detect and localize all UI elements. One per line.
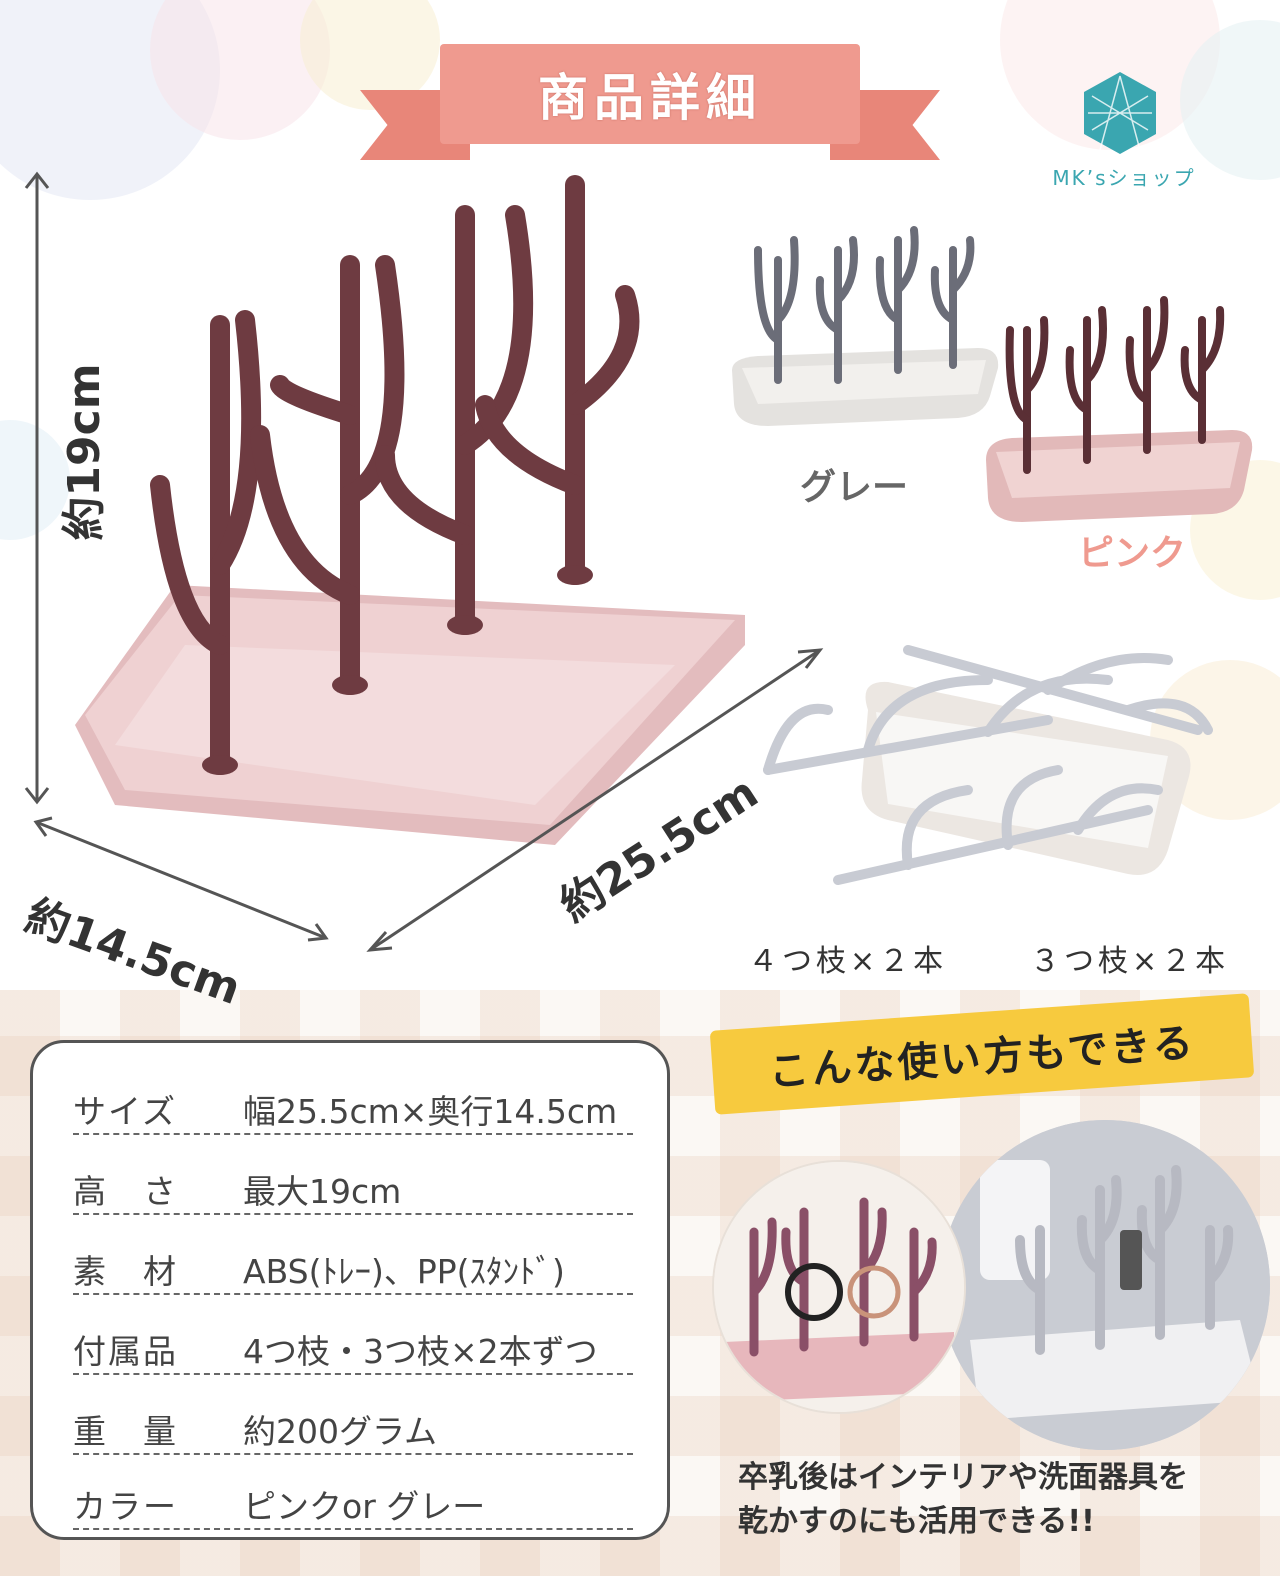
page-title: 商品詳細 [538,69,762,127]
spec-key: 付属品 [73,1332,178,1371]
usage-title: こんな使い方もできる [767,1020,1198,1096]
accessory-usage-illustration [714,1162,964,1412]
spec-key: サイズ [73,1092,178,1131]
height-arrow-icon [24,171,50,805]
main-product-image [75,175,745,845]
four-branch-label: ４つ枝×２本 [748,944,948,979]
spec-table: サイズ 幅25.5cm×奥行14.5cm 高 さ 最大19cm 素 材 ABS(… [30,1040,670,1540]
spec-row-height: 高 さ 最大19cm [73,1153,633,1215]
disassembled-parts-image [763,645,1213,885]
gray-variant-image [732,226,999,426]
spec-value: 幅25.5cm×奥行14.5cm [243,1092,618,1131]
pink-color-label: ピンク [1078,533,1187,574]
spec-row-weight: 重 量 約200グラム [73,1393,633,1455]
spec-row-color: カラー ピンクor グレー [73,1468,633,1530]
spec-row-size: サイズ 幅25.5cm×奥行14.5cm [73,1073,633,1135]
depth-arrow-icon [33,816,329,942]
logo-hexagon-icon [1084,72,1156,154]
spec-key: 高 さ [73,1172,178,1211]
usage-caption-line1: 卒乳後はインテリアや洗面器具を [738,1460,1188,1495]
bathroom-usage-photo [940,1120,1270,1450]
accessory-usage-photo [712,1160,966,1414]
spec-value: 約200グラム [243,1412,437,1451]
spec-value: ピンクor グレー [243,1487,486,1526]
pink-variant-image [986,296,1253,522]
spec-value: 4つ枝・3つ枝×2本ずつ [243,1332,598,1371]
spec-key: 素 材 [73,1252,178,1291]
three-branch-label: ３つ枝×２本 [1030,944,1230,979]
bathroom-usage-illustration [940,1120,1270,1450]
spec-key: 重 量 [73,1412,178,1451]
bg-bubble [150,0,330,140]
header-ribbon: 商品詳細 [440,44,860,144]
spec-value: 最大19cm [243,1172,402,1211]
width-arrow-icon [366,648,824,952]
spec-key: カラー [73,1487,178,1526]
usage-caption-line2: 乾かすのにも活用できる!! [738,1504,1095,1539]
shop-logo-text: MK’sショップ [1052,166,1196,190]
spec-row-material: 素 材 ABS(ﾄﾚｰ)、PP(ｽﾀﾝﾄﾞ) [73,1233,633,1295]
gray-color-label: グレー [800,467,909,508]
spec-value: ABS(ﾄﾚｰ)、PP(ｽﾀﾝﾄﾞ) [243,1252,565,1291]
spec-row-accessories: 付属品 4つ枝・3つ枝×2本ずつ [73,1313,633,1375]
usage-caption: 卒乳後はインテリアや洗面器具を 乾かすのにも活用できる!! [738,1456,1258,1544]
